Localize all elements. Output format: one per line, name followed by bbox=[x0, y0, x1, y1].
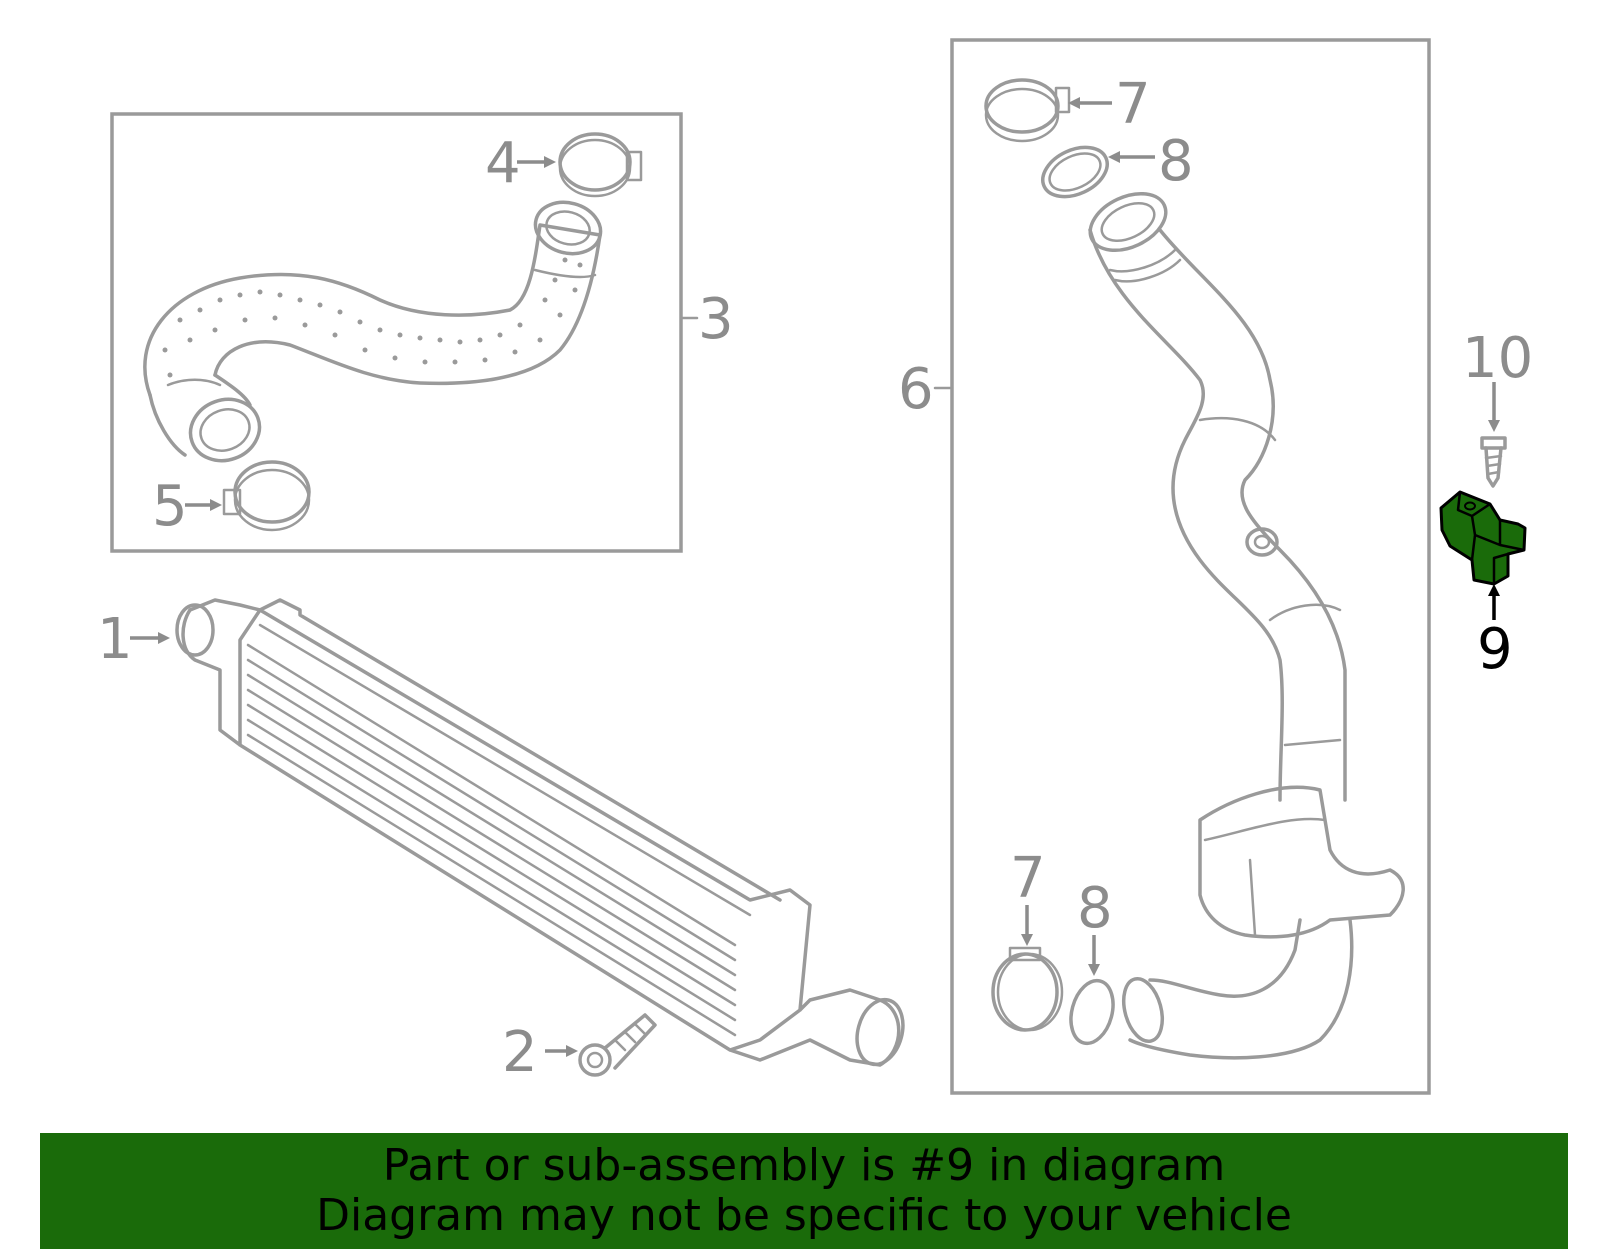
banner-line-1: Part or sub-assembly is #9 in diagram bbox=[382, 1140, 1226, 1191]
callout-2: 2 bbox=[502, 1020, 538, 1085]
pipe-assembly-frame bbox=[950, 38, 1431, 1095]
callout-8-bottom: 8 bbox=[1077, 876, 1113, 941]
callout-5: 5 bbox=[152, 474, 188, 539]
info-banner: Part or sub-assembly is #9 in diagram Di… bbox=[40, 1133, 1568, 1249]
intercooler-fins bbox=[246, 623, 752, 1037]
pipe-housing bbox=[1198, 785, 1405, 939]
bolt-2 bbox=[578, 1013, 657, 1077]
seal-8-bottom bbox=[1069, 978, 1115, 1046]
screw-10 bbox=[1480, 436, 1507, 488]
callout-9: 9 bbox=[1477, 617, 1513, 682]
callout-7-bottom: 7 bbox=[1010, 846, 1046, 911]
hose-texture bbox=[162, 257, 583, 378]
callout-7-top: 7 bbox=[1115, 72, 1151, 137]
callout-labels: 1 2 3 4 5 6 7 8 7 8 10 9 bbox=[97, 72, 1533, 1085]
hose-assembly-group bbox=[110, 112, 699, 553]
clamp-7-bottom bbox=[991, 952, 1059, 1032]
callout-1: 1 bbox=[97, 607, 133, 672]
charge-pipe bbox=[1088, 228, 1347, 802]
callout-8-top: 8 bbox=[1158, 129, 1194, 194]
hose-assembly-frame bbox=[110, 112, 683, 553]
pipe-assembly-group bbox=[933, 38, 1431, 1095]
callout-arrows bbox=[130, 97, 1500, 1057]
callout-4: 4 bbox=[485, 131, 521, 196]
banner-line-2: Diagram may not be specific to your vehi… bbox=[316, 1190, 1292, 1241]
callout-10: 10 bbox=[1462, 326, 1533, 391]
callout-6: 6 bbox=[898, 357, 934, 422]
callout-3: 3 bbox=[698, 287, 734, 352]
intercooler-group bbox=[175, 598, 905, 1067]
bracket-9-highlighted bbox=[1439, 490, 1527, 586]
intake-hose bbox=[143, 223, 602, 397]
clamp-7-top bbox=[984, 78, 1060, 134]
seal-8-top bbox=[1041, 145, 1109, 199]
clamp-4 bbox=[558, 132, 632, 192]
